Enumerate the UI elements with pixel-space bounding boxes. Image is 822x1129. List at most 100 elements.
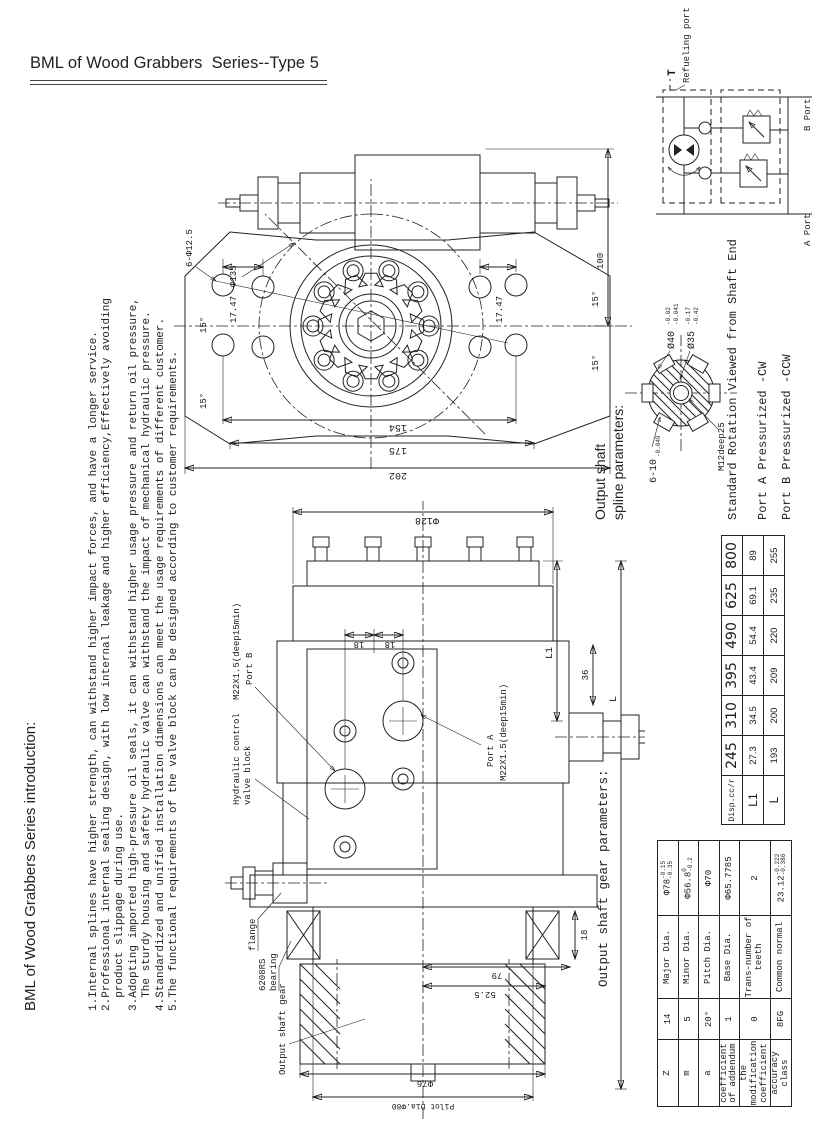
- angle-label: 15°: [199, 317, 209, 333]
- bearing-label: 6208RS: [258, 959, 268, 991]
- value: 1: [719, 998, 740, 1040]
- dim-value: Φ78-0.15-0.35: [657, 840, 678, 916]
- dim-label: 79: [492, 970, 503, 980]
- row-label: L1: [742, 775, 764, 825]
- tolerance: -0.15-0.35: [660, 861, 674, 879]
- cell: 27.3: [742, 735, 764, 776]
- param: Z: [657, 1039, 678, 1107]
- dim-label: 18: [580, 930, 590, 941]
- intro-line: 4.Standardized and unified installation …: [155, 317, 167, 1011]
- major-dia: Ø40: [666, 331, 678, 349]
- bearing-label: bearing: [269, 953, 279, 991]
- spline-detail-drawing: 6-10 -0.049 Ø40 -0.02 -0.041 Ø35 -0.17 -…: [625, 303, 737, 483]
- bearing-section: [286, 910, 560, 960]
- cell: 193: [763, 735, 785, 776]
- major-dia-sup: -0.02: [665, 307, 672, 325]
- front-dimensions: 202 175 154 100 17.47 17.47 15° 15° 15°: [185, 149, 614, 480]
- dim-label: Φ76: [417, 1078, 433, 1088]
- value: 5: [678, 998, 699, 1040]
- disp-value: 625: [721, 575, 743, 616]
- param: coefficient of addendum: [719, 1039, 740, 1107]
- port-b-label: Port B: [245, 652, 255, 685]
- dim-value: 23.12-0.222-0.386: [770, 840, 792, 916]
- dval: Φ65.7785: [724, 856, 735, 900]
- cell: 69.1: [742, 575, 764, 616]
- holes-callout: 6-Φ12.5: [185, 229, 195, 267]
- intro-line: 3.Adopting imported high-pressure oil se…: [128, 298, 140, 1011]
- relief-valve-assembly: [218, 154, 618, 251]
- intro-line: 1.Internal splines have higher strength,…: [88, 331, 100, 1011]
- intro-line: The sturdy housing and safety hydraulic …: [141, 311, 153, 1011]
- dim-value: Φ65.7785: [719, 840, 740, 916]
- dim-label: L: [609, 696, 620, 702]
- bolt-circle-135: [258, 213, 484, 439]
- dim-label: Φ128: [415, 514, 439, 525]
- side-view-drawing: Φ128 18 18 L1 L 36 61.2 27: [225, 501, 645, 1119]
- intro-heading: BML of Wood Grabbers Series introduction…: [22, 721, 39, 1011]
- disp-value: 245: [721, 735, 743, 776]
- minor-dia: Ø35: [686, 331, 698, 349]
- refueling-port-label: Refueling port: [682, 7, 692, 83]
- flange-plate: [249, 874, 598, 908]
- dval: 2: [750, 875, 761, 881]
- cell: 209: [763, 655, 785, 696]
- dim-label: 36: [581, 670, 591, 681]
- spline-callouts: 6-10 -0.049 Ø40 -0.02 -0.041 Ø35 -0.17 -…: [649, 303, 727, 483]
- a-port-label: A Port: [803, 214, 813, 246]
- value: 8FG: [770, 998, 792, 1040]
- disp-value: 490: [721, 615, 743, 656]
- gear-teeth: [317, 272, 425, 380]
- major-dia-sub: -0.041: [673, 303, 680, 325]
- table-row: accuracy class 8FG Common normal 23.12-0…: [770, 840, 792, 1107]
- disp-value: 395: [721, 655, 743, 696]
- hydraulic-circuit-diagram: A Port B Port T Refueling port: [656, 7, 813, 246]
- port-a-label: Port A: [486, 734, 496, 767]
- dim-label: 18: [385, 639, 396, 649]
- dim-label: L1: [545, 647, 556, 659]
- tolerance: -0.222-0.386: [774, 854, 788, 876]
- table-row: L 193 200 209 220 235 255: [763, 535, 785, 825]
- param: accuracy class: [770, 1039, 792, 1107]
- dim: Minor Dia.: [678, 915, 699, 999]
- angle-label: 15°: [591, 355, 601, 371]
- dim: Common normal: [770, 915, 792, 999]
- disp-header: Disp.cc/r: [721, 775, 743, 825]
- side-leader-labels: M22X1.5(deep15min) Port B Hydraulic cont…: [232, 603, 509, 1075]
- intro-line: 2.Professional internal sealing design, …: [101, 298, 113, 1011]
- motor-envelope: [662, 89, 712, 204]
- dim-label: 18: [354, 639, 365, 649]
- dval: Φ56.8: [683, 871, 694, 899]
- dim-label: Pilot Dia.Φ80: [392, 1101, 455, 1110]
- cell: 200: [763, 695, 785, 736]
- page-title: BML of Wood Grabbers Series--Type 5: [30, 54, 319, 72]
- dim-label: 154: [389, 421, 407, 432]
- center-hex: [357, 310, 385, 342]
- rotation-note-2: Port A Pressurized -CW: [756, 361, 770, 520]
- cell: 255: [763, 535, 785, 576]
- dim-label: 175: [389, 444, 407, 455]
- flange-face-inner: [300, 255, 442, 397]
- gear-bore: [345, 300, 397, 352]
- bolt-circle-callout: Φ135: [229, 265, 239, 287]
- thread-hole: [673, 385, 689, 401]
- cell: 89: [742, 535, 764, 576]
- dim-label: 100: [596, 253, 606, 269]
- rotation-note-3: Port B Pressurized -CCW: [780, 354, 794, 520]
- cell: 34.5: [742, 695, 764, 736]
- rear-cover-bolts: [312, 536, 534, 562]
- pilot-valve-cartridge-top: [225, 862, 329, 904]
- check-valves: [684, 121, 743, 180]
- value: 20°: [698, 998, 719, 1040]
- table-row: the modification coefficient 0 Trans-num…: [739, 840, 771, 1107]
- refueling-leader: [675, 84, 686, 91]
- dim: Trans-number of teeth: [739, 915, 771, 999]
- value: 0: [739, 998, 771, 1040]
- spline-count-dim: 6-10: [649, 459, 660, 483]
- valve-block-label: valve block: [243, 746, 253, 805]
- flange-label: flange: [248, 919, 258, 951]
- dim: Base Dia.: [719, 915, 740, 999]
- disp-value: 800: [721, 535, 743, 576]
- dim: Major Dia.: [657, 915, 678, 999]
